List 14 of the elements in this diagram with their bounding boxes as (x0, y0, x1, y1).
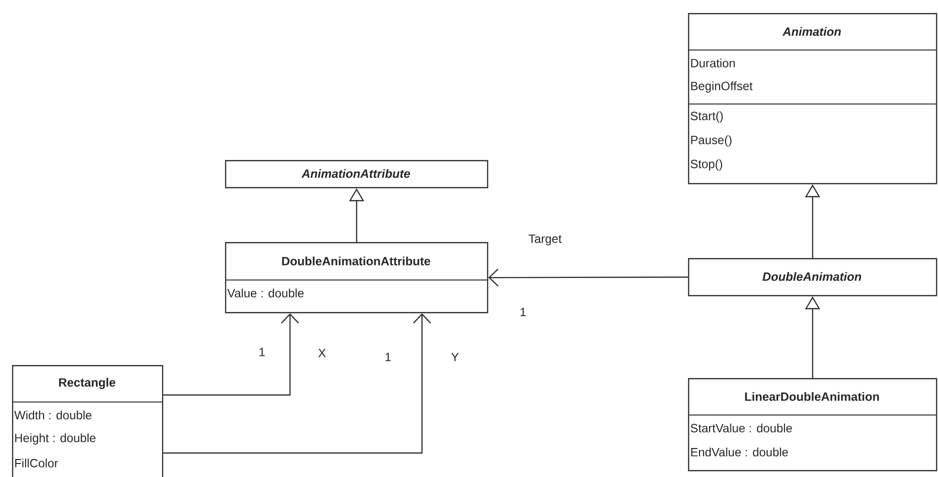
association-arrow (163, 313, 299, 396)
class-box: LinearDoubleAnimation StartValue : double EndValue : double (688, 378, 938, 472)
class-box: Rectangle Width : double Height : double FillColor (12, 365, 164, 477)
role-label: X (317, 348, 327, 358)
role-label: Target (527, 234, 563, 246)
association-arrow (488, 268, 688, 286)
class-box: DoubleAnimationAttribute Value : double (224, 242, 488, 314)
role-label: Y (450, 352, 460, 362)
class-box: DoubleAnimation (688, 258, 938, 296)
association-arrow (163, 313, 431, 454)
class-box: Animation Duration BeginOffset Start() Pause() Stop() (688, 13, 938, 184)
multiplicity-label: 1 (260, 348, 265, 356)
multiplicity-label: 1 (386, 352, 391, 362)
multiplicity-label: 1 (520, 308, 526, 316)
